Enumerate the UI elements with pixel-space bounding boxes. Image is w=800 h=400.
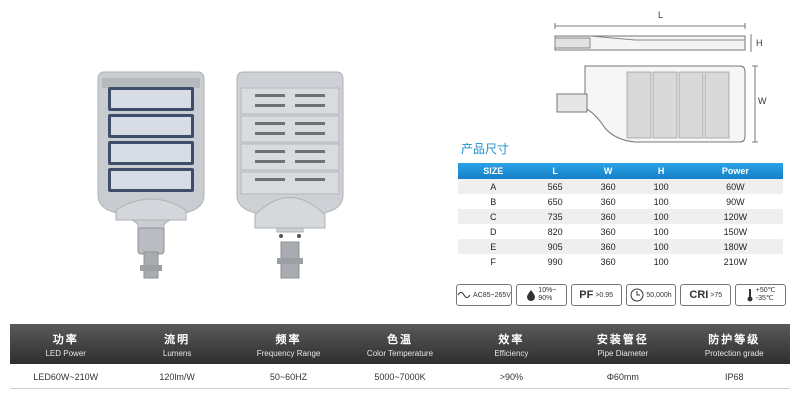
header-lumens: 流明 Lumens [162, 333, 192, 358]
header-frequency: 频率 Frequency Range [256, 333, 321, 358]
pf-icon: PF [579, 289, 594, 301]
header-length: L [528, 163, 582, 179]
table-row: D 820 360 100 150W [458, 224, 783, 239]
table-cell: 735 [528, 209, 582, 224]
pf-text: >0.95 [595, 291, 614, 299]
table-cell: 210W [687, 254, 783, 269]
table-cell: B [458, 194, 529, 209]
table-cell: 990 [528, 254, 582, 269]
table-cell: 820 [528, 224, 582, 239]
table-cell: E [458, 239, 529, 254]
size-table-header: SIZE L W H Power [458, 163, 783, 179]
table-cell: 60W [687, 179, 783, 194]
table-cell: C [458, 209, 529, 224]
table-cell: F [458, 254, 529, 269]
table-row: E 905 360 100 180W [458, 239, 783, 254]
cri-spec: CRI >75 [680, 284, 732, 306]
table-cell: 100 [634, 209, 688, 224]
table-cell: 100 [634, 239, 688, 254]
header-height: H [634, 163, 688, 179]
table-cell: 180W [687, 239, 783, 254]
temp-line2: -35℃ [755, 295, 774, 302]
product-back-view [236, 71, 344, 279]
height-label: H [756, 38, 763, 48]
table-cell: 120W [687, 209, 783, 224]
spec-icons-row: AC85~265V 10%~ 90% PF >0.95 50,000h CRI … [456, 284, 787, 308]
value-pipe-diameter: Φ60mm [606, 372, 639, 382]
power-factor-spec: PF >0.95 [570, 284, 622, 306]
table-cell: 650 [528, 194, 582, 209]
table-cell: 565 [528, 179, 582, 194]
lifetime-spec: 50,000h [625, 284, 677, 306]
value-color-temperature: 5000~7000K [374, 372, 426, 382]
lifetime-text: 50,000h [646, 291, 672, 299]
table-cell: A [458, 179, 529, 194]
cri-text: >75 [710, 291, 723, 299]
product-size-title: 产品尺寸 [461, 142, 510, 156]
clock-icon [630, 288, 644, 302]
table-cell: 100 [634, 224, 688, 239]
temperature-spec: +50℃ -35℃ [735, 284, 787, 306]
header-pipe-diameter: 安装管径 Pipe Diameter [596, 333, 649, 358]
temp-line1: +50℃ [755, 287, 776, 294]
header-size: SIZE [458, 163, 529, 179]
thermometer-icon [747, 289, 753, 302]
table-cell: 360 [581, 179, 635, 194]
spec-table-values: LED60W~210W 120lm/W 50~60HZ 5000~7000K >… [10, 366, 790, 389]
water-drop-icon [527, 290, 536, 301]
table-cell: 100 [634, 254, 688, 269]
header-efficiency: 效率 Efficiency [494, 333, 529, 358]
side-view-drawing [554, 23, 752, 52]
value-protection-grade: IP68 [724, 372, 744, 382]
voltage-text: AC85~265V [473, 291, 511, 299]
humidity-line1: 10%~ [538, 287, 557, 294]
header-color-temperature: 色温 Color Temperature [366, 333, 434, 358]
table-row: B 650 360 100 90W [458, 194, 783, 209]
ac-wave-icon [457, 292, 471, 298]
size-table: SIZE L W H Power A 565 360 100 60W B 650… [458, 163, 783, 269]
cri-icon: CRI [689, 289, 709, 301]
table-cell: 150W [687, 224, 783, 239]
header-led-power: 功率 LED Power [45, 333, 86, 358]
table-cell: 90W [687, 194, 783, 209]
spec-table-header: 功率 LED Power 流明 Lumens 频率 Frequency Rang… [10, 324, 790, 364]
value-efficiency: >90% [499, 372, 524, 382]
table-cell: 905 [528, 239, 582, 254]
table-cell: 360 [581, 224, 635, 239]
humidity-line2: 90% [538, 295, 553, 302]
value-frequency: 50~60HZ [269, 372, 308, 382]
table-cell: 360 [581, 254, 635, 269]
length-label: L [658, 10, 664, 20]
header-power: Power [687, 163, 783, 179]
table-row: F 990 360 100 210W [458, 254, 783, 269]
table-cell: 100 [634, 179, 688, 194]
table-cell: 360 [581, 239, 635, 254]
humidity-spec: 10%~ 90% [515, 284, 567, 306]
table-row: C 735 360 100 120W [458, 209, 783, 224]
table-cell: 360 [581, 194, 635, 209]
value-lumens: 120lm/W [159, 372, 195, 382]
table-cell: D [458, 224, 529, 239]
voltage-spec: AC85~265V [456, 284, 512, 306]
top-view-drawing [556, 65, 758, 143]
value-led-power: LED60W~210W [33, 372, 99, 382]
header-protection-grade: 防护等级 Protection grade [704, 333, 764, 358]
table-cell: 360 [581, 209, 635, 224]
header-width: W [581, 163, 635, 179]
table-cell: 100 [634, 194, 688, 209]
table-row: A 565 360 100 60W [458, 179, 783, 194]
product-front-view [97, 71, 205, 279]
width-label: W [758, 96, 767, 106]
